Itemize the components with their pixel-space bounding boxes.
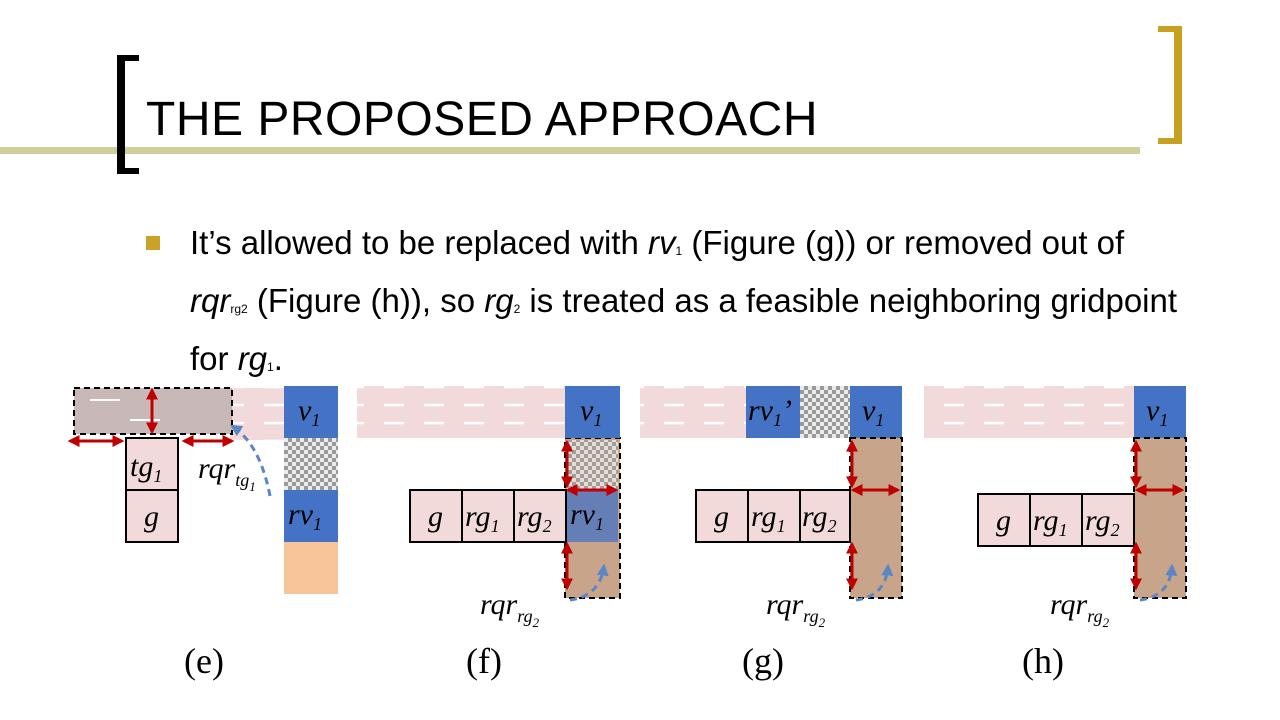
bullet-text-part: It’s allowed to be replaced with [190, 224, 648, 261]
gridpoint-rg2 [1081, 493, 1135, 547]
panel-f: v1 g rg1 rg2 rv1 rqrrg2 (f) [357, 386, 621, 681]
label-rg2: rg2 [517, 500, 552, 536]
panel-h: v1 g rg1 rg2 rqrrg2 (h) [924, 386, 1187, 681]
label-rqr-rg2: rqrrg2 [480, 588, 540, 630]
bullet-text: It’s allowed to be replaced with rv1 (Fi… [190, 218, 1190, 392]
bullet-text-part: is treated as a feasible neighboring gri… [190, 282, 1178, 377]
label-tg1: tg1 [130, 450, 162, 486]
label-g: g [144, 500, 159, 533]
bullet-rv: rv [648, 224, 676, 261]
vertex-v1 [850, 386, 902, 438]
right-title-bracket [1158, 26, 1182, 144]
rqr-pointer [855, 563, 894, 602]
label-rqr-tg1: rqrtg1 [198, 452, 256, 494]
blocked-cell [284, 438, 338, 490]
gridpoint-g [695, 489, 749, 543]
panel-g: rv1’ v1 g rg1 rg2 rqrrg2 (g) [640, 386, 903, 681]
label-g: g [428, 500, 443, 533]
left-title-bracket [117, 55, 139, 174]
label-g: g [996, 504, 1011, 537]
vertex-rv1 [567, 490, 618, 542]
vertex-v1 [1134, 386, 1186, 438]
label-rqr-rg2: rqrrg2 [766, 588, 826, 630]
vertex-rv1-prime [746, 386, 800, 438]
label-g: g [714, 500, 729, 533]
label-rg1: rg1 [1033, 504, 1068, 540]
label-rv1-prime: rv1’ [748, 394, 792, 430]
rqr-pointer [1139, 563, 1178, 602]
blocked-cell [567, 440, 618, 490]
grid-strip [924, 386, 1134, 438]
slide-title: THE PROPOSED APPROACH [146, 93, 818, 146]
peach-cell [284, 542, 338, 594]
title-underline [0, 147, 1140, 154]
label-rg2: rg2 [802, 500, 837, 536]
caption-g: (g) [742, 641, 784, 681]
label-rqr-rg2: rqrrg2 [1050, 588, 1110, 630]
bullet-rg1: rg [237, 340, 268, 377]
bullet-rqr: rqr [190, 282, 231, 319]
routing-region [1133, 437, 1187, 599]
bullet-square-icon [146, 236, 160, 250]
label-rv1: rv1 [570, 498, 604, 534]
label-rv1: rv1 [288, 498, 322, 534]
label-rg2: rg2 [1085, 504, 1120, 540]
vertex-v1 [565, 386, 620, 438]
panel-e: tg1 g v1 rv1 rqrtg1 (e) [67, 386, 338, 681]
bullet-text-part: (Figure (g)) or removed out of [682, 224, 1125, 261]
gridpoint-rg2 [799, 489, 851, 543]
gridpoint-g [125, 489, 179, 543]
gridpoint-rg2 [513, 489, 567, 543]
label-v1: v1 [1146, 394, 1168, 430]
routing-region [849, 437, 903, 599]
bullet-text-part: . [273, 340, 283, 377]
rqr-pointer [569, 563, 609, 602]
blocked-cell [800, 386, 850, 438]
grid-strip [357, 386, 565, 438]
bullet-rg-sub: 2 [513, 302, 521, 316]
caption-h: (h) [1022, 641, 1064, 681]
label-v1: v1 [580, 394, 602, 430]
caption-e: (e) [184, 641, 224, 681]
vertex-v1 [284, 386, 338, 438]
label-rg1: rg1 [465, 500, 500, 536]
rqr-pointer [229, 424, 272, 497]
label-v1: v1 [862, 394, 884, 430]
grid-strip [640, 386, 746, 438]
gridpoint-rg1 [1029, 493, 1083, 547]
bullet-text-part: (Figure (h)), so [247, 282, 485, 319]
bullet-rg: rg [484, 282, 514, 319]
gridpoint-rg1 [461, 489, 515, 543]
bullet-rqr-sub: rg2 [230, 302, 248, 316]
bullet-rv-sub: 1 [675, 244, 683, 258]
caption-f: (f) [466, 641, 502, 681]
label-rg1: rg1 [751, 500, 786, 536]
routing-figure: tg1 g v1 rv1 rqrtg1 (e) v1 g rg1 rg2 rv1… [67, 386, 1187, 681]
label-v1: v1 [298, 394, 320, 430]
vertex-rv1 [284, 490, 338, 542]
bullet-rg1-sub: 1 [267, 360, 274, 374]
